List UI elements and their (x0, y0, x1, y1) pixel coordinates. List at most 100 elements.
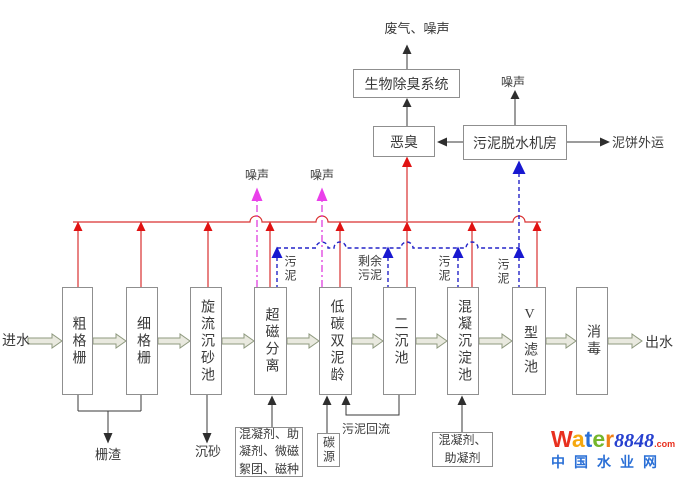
sludge-arrowhead (271, 246, 283, 258)
flow-arrow (221, 333, 255, 349)
stage-label: 消毒 (585, 324, 600, 358)
logo-letter: W (551, 426, 572, 452)
arrowhead-down (202, 433, 212, 444)
stage-box-fine-screen: 细格栅 (126, 287, 158, 395)
flow-arrow (545, 333, 577, 349)
odor-arrowheads (73, 156, 542, 231)
stage-box-coagulation-sedimentation: 混凝沉淀池 (447, 287, 479, 395)
screens-to-residue-line (77, 395, 142, 434)
grit-label: 沉砂 (194, 444, 221, 459)
noise-label-right: 噪声 (309, 168, 334, 182)
flow-arrow (607, 333, 643, 349)
arrowhead-up (510, 90, 520, 99)
logo-letter: a (571, 426, 585, 452)
odor-arrowhead (402, 221, 412, 231)
flow-arrow (92, 333, 127, 349)
noise-arrowhead (251, 187, 263, 201)
odor-arrowhead-into-odor-box (402, 156, 412, 167)
odor-main-line (73, 215, 541, 223)
stage-label: V型滤池 (522, 306, 537, 376)
bio-deodorization-label: 生物除臭系统 (364, 77, 449, 93)
logo-letter: e (592, 426, 606, 452)
sludge-label-magnetic: 污泥 (283, 255, 297, 283)
flow-block-arrows (27, 333, 643, 349)
grid-residue-label: 栅渣 (94, 447, 121, 462)
arrowhead-up (402, 44, 412, 54)
arrowhead-up (267, 395, 277, 405)
arrowhead-up (402, 98, 412, 107)
arrowhead-up (341, 395, 351, 405)
logo-letter: r (605, 426, 615, 452)
arrowhead-up (457, 395, 467, 405)
flow-arrow (286, 333, 320, 349)
noise-arrowhead (316, 187, 328, 201)
noise-label-left: 噪声 (244, 168, 269, 182)
sludge-dewatering-box: 污泥脱水机房 (463, 125, 567, 160)
odor-arrowhead (136, 221, 146, 231)
odor-arrowhead (73, 221, 83, 231)
arrowhead-right (600, 137, 610, 147)
exhaust-noise-label: 废气、噪声 (384, 21, 450, 36)
stage-label: 超磁分离 (263, 307, 279, 375)
water8848-logo: Water8848.com 中国水业网 (551, 428, 679, 472)
sludge-collection-lines (276, 173, 520, 287)
flow-arrow (157, 333, 191, 349)
stage-box-low-carbon-dual-sludge-age: 低碳双泥龄 (319, 287, 352, 395)
logo-tld: .com (654, 439, 676, 449)
effluent-label: 出水 (645, 336, 673, 351)
sludge-arrowheads (271, 160, 526, 258)
sludge-dewatering-label: 污泥脱水机房 (473, 136, 557, 152)
flow-arrow (415, 333, 448, 349)
odor-arrowhead (532, 221, 542, 231)
stage-label: 低碳双泥龄 (328, 298, 344, 384)
odor-arrowhead (467, 221, 477, 231)
sludge-return-line (345, 395, 400, 416)
carbon-source-box: 碳源 (317, 433, 340, 467)
odor-box: 恶臭 (373, 126, 435, 157)
mudcake-out-label: 泥饼外运 (612, 135, 665, 150)
magnetic-agents-box: 混凝剂、助凝剂、微磁絮团、磁种 (235, 427, 303, 477)
dewater-noise-label: 噪声 (500, 75, 525, 89)
influent-label: 进水 (2, 334, 30, 349)
coagulant-box: 混凝剂、助凝剂 (432, 432, 493, 467)
stage-box-secondary-clarifier: 二沉池 (383, 287, 416, 395)
magnetic-agents-label: 混凝剂、助凝剂、微磁絮团、磁种 (238, 426, 299, 476)
stage-box-cyclone-grit-chamber: 旋流沉砂池 (190, 287, 222, 395)
bio-deodorization-box: 生物除臭系统 (353, 69, 460, 98)
sludge-arrowhead-into-dewater (512, 160, 526, 174)
sludge-arrowhead (452, 246, 464, 258)
coagulant-label: 混凝剂、助凝剂 (438, 433, 487, 465)
stage-label: 粗格栅 (70, 315, 86, 367)
flow-arrow (27, 333, 63, 349)
flow-arrow (351, 333, 384, 349)
sludge-label-vfilter: 污泥 (496, 258, 510, 286)
stage-box-v-type-filter: V型滤池 (512, 287, 546, 395)
stage-label: 细格栅 (135, 315, 150, 367)
sludge-main-line (277, 241, 519, 249)
black-connectors (77, 53, 601, 434)
black-arrowheads (103, 44, 610, 444)
sludge-return-label: 污泥回流 (342, 422, 391, 436)
logo-number: 8848 (614, 430, 655, 452)
arrowhead-up (322, 395, 332, 405)
odor-arrowhead (203, 221, 213, 231)
arrowhead-down (103, 433, 113, 444)
odor-arrowhead (265, 221, 275, 231)
odor-label: 恶臭 (390, 135, 418, 151)
logo-wordmark: Water8848.com (551, 426, 679, 452)
flow-arrow (478, 333, 513, 349)
excess-sludge-label: 剩余污泥 (357, 254, 382, 282)
stage-label: 混凝沉淀池 (456, 298, 471, 384)
stage-box-supermagnetic-separation: 超磁分离 (254, 287, 287, 395)
logo-site-name: 中国水业网 (551, 454, 666, 470)
sludge-label-coagulation: 污泥 (437, 255, 451, 283)
carbon-source-label: 碳源 (321, 436, 336, 464)
arrowhead-left (437, 137, 447, 147)
sludge-arrowhead (382, 246, 394, 258)
stage-label: 二沉池 (392, 315, 408, 367)
noise-arrowheads (251, 187, 328, 201)
stage-box-disinfection: 消毒 (576, 287, 608, 395)
odor-arrowhead (335, 221, 345, 231)
